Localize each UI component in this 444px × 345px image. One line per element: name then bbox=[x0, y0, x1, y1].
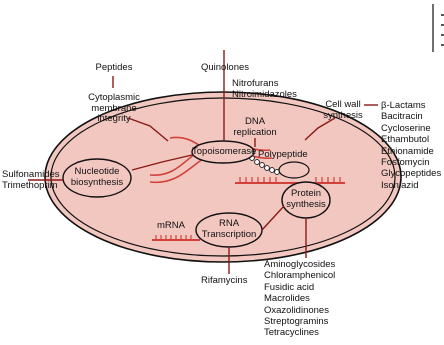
protein-synthesis-drug-list: Aminoglycosides Chloramphenicol Fusidic … bbox=[264, 259, 335, 339]
label-peptides: Peptides bbox=[92, 63, 136, 74]
drug-item: Cycloserine bbox=[381, 123, 441, 134]
label-mrna: mRNA bbox=[157, 221, 185, 232]
label-quinolones: Quinolones bbox=[186, 63, 264, 74]
label-rna-transcription: RNA Transcription bbox=[197, 219, 261, 240]
drug-item: Bacitracin bbox=[381, 111, 441, 122]
label-protein-synthesis: Protein synthesis bbox=[282, 189, 330, 210]
label-cell-wall-synthesis: Cell wall synthesis bbox=[320, 100, 366, 121]
drug-item: Glycopeptides bbox=[381, 168, 441, 179]
drug-item: Macrolides bbox=[264, 293, 335, 304]
ribosome bbox=[279, 162, 309, 178]
drug-item: Ethionamide bbox=[381, 146, 441, 157]
drug-item: Chloramphenicol bbox=[264, 270, 335, 281]
label-nucleotide-biosynthesis: Nucleotide biosynthesis bbox=[67, 167, 127, 188]
drug-item: Fosfomycin bbox=[381, 157, 441, 168]
label-membrane-integrity: Cytoplasmic membrane integrity bbox=[76, 93, 152, 125]
label-dna-replication: DNA replication bbox=[231, 117, 279, 138]
label-topoisomerase: Topoisomerase bbox=[192, 147, 256, 158]
drug-item: Aminoglycosides bbox=[264, 259, 335, 270]
label-nitro-drugs: Nitrofurans Nitroimidazoles bbox=[232, 79, 297, 100]
drug-item: Streptogramins bbox=[264, 316, 335, 327]
label-sulfonamides-trimethoprim: Sulfonamides Trimethoprim bbox=[2, 170, 60, 191]
drug-item: β-Lactams bbox=[381, 100, 441, 111]
label-rifamycins: Rifamycins bbox=[201, 276, 247, 287]
label-polypeptide: Polypeptide bbox=[258, 150, 308, 161]
drug-item: Oxazolidinones bbox=[264, 305, 335, 316]
drug-item: Tetracyclines bbox=[264, 327, 335, 338]
drug-item: Ethambutol bbox=[381, 134, 441, 145]
drug-item: Fusidic acid bbox=[264, 282, 335, 293]
drug-item: Isoniazid bbox=[381, 180, 441, 191]
cell-wall-drug-list: β-Lactams Bacitracin Cycloserine Ethambu… bbox=[381, 100, 441, 191]
